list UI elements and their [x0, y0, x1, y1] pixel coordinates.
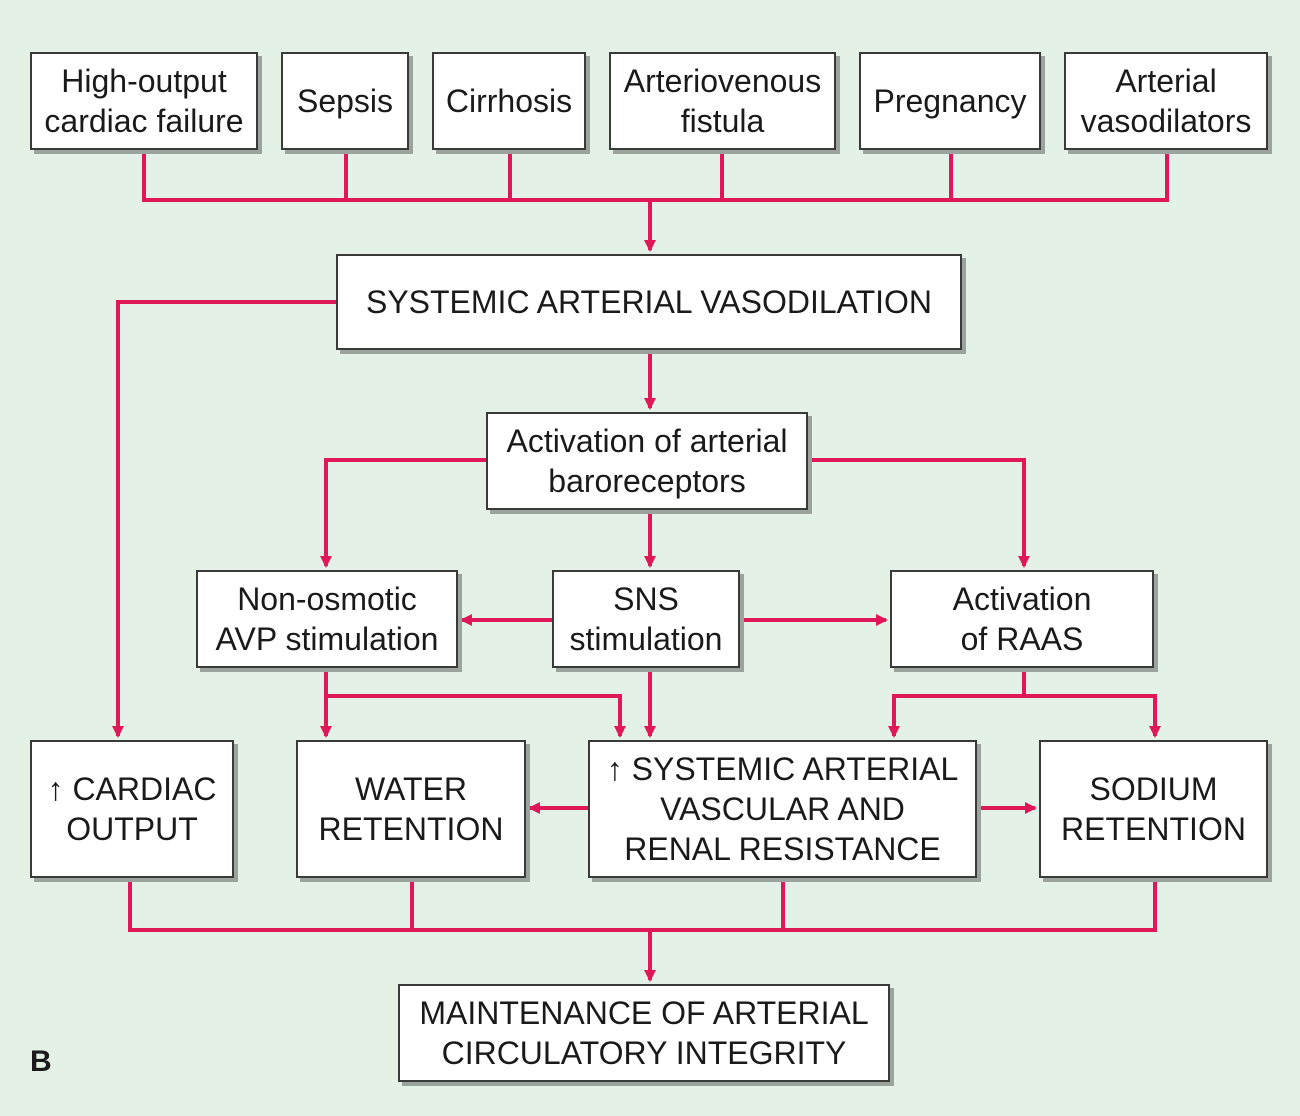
box-label: ↑ CARDIAC OUTPUT — [47, 771, 217, 847]
arrow-to-raas — [808, 458, 1030, 568]
sodium-retention: SODIUM RETENTION — [1039, 740, 1268, 878]
arrow-avp-to-resistance — [326, 694, 626, 738]
cause-arterial-vasodilators: Arterial vasodilators — [1064, 52, 1268, 150]
box-label: Arterial vasodilators — [1080, 63, 1252, 139]
box-label: SNS stimulation — [569, 581, 723, 657]
cause-sepsis: Sepsis — [281, 52, 409, 150]
water-retention: WATER RETENTION — [296, 740, 526, 878]
box-label: MAINTENANCE OF ARTERIAL CIRCULATORY INTE… — [419, 995, 869, 1071]
systemic-arterial-vasodilation: SYSTEMIC ARTERIAL VASODILATION — [336, 254, 962, 350]
box-label: Non-osmotic AVP stimulation — [215, 581, 439, 657]
activation-of-arterial-baroreceptors: Activation of arterial baroreceptors — [486, 412, 808, 510]
increased-cardiac-output: ↑ CARDIAC OUTPUT — [30, 740, 234, 878]
sns-stimulation: SNS stimulation — [552, 570, 740, 668]
box-label: WATER RETENTION — [318, 771, 504, 847]
cause-cirrhosis: Cirrhosis — [432, 52, 586, 150]
box-label: SYSTEMIC ARTERIAL VASODILATION — [365, 284, 933, 320]
box-label: ↑ SYSTEMIC ARTERIAL VASCULAR AND RENAL R… — [606, 751, 959, 867]
cause-pregnancy: Pregnancy — [859, 52, 1041, 150]
box-label: Arteriovenous fistula — [623, 63, 822, 139]
maintenance-of-arterial-circulatory-integrity: MAINTENANCE OF ARTERIAL CIRCULATORY INTE… — [398, 984, 890, 1082]
cause-arteriovenous-fistula: Arteriovenous fistula — [609, 52, 836, 150]
activation-of-raas: Activation of RAAS — [890, 570, 1154, 668]
cause-high-output-cardiac-failure: High-output cardiac failure — [30, 52, 258, 150]
panel-label: B — [30, 1045, 52, 1078]
non-osmotic-avp-stimulation: Non-osmotic AVP stimulation — [196, 570, 458, 668]
box-label: Cirrhosis — [445, 83, 573, 119]
box-label: High-output cardiac failure — [44, 63, 244, 139]
arrow-to-avp — [320, 458, 486, 568]
arrow-to-cardiac-output — [112, 300, 336, 738]
box-label: Pregnancy — [873, 83, 1027, 119]
increased-systemic-vascular-renal-resistance: ↑ SYSTEMIC ARTERIAL VASCULAR AND RENAL R… — [588, 740, 977, 878]
box-label: Activation of arterial baroreceptors — [506, 423, 788, 499]
box-label: SODIUM RETENTION — [1061, 771, 1246, 847]
box-label: Sepsis — [296, 83, 394, 119]
box-label: Activation of RAAS — [952, 581, 1092, 657]
